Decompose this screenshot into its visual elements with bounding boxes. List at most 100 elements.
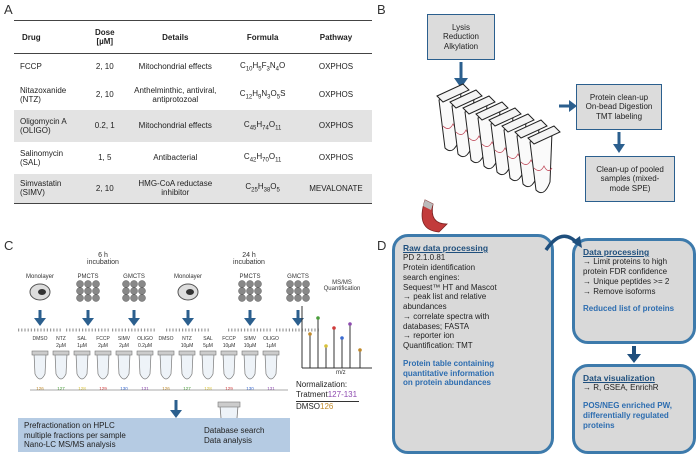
- col-dose: Dose[µM]: [84, 20, 126, 54]
- tube-drug-label: SAL: [203, 336, 213, 342]
- spectrum-peak-marker: [340, 336, 344, 340]
- col-pathway: Pathway: [299, 20, 372, 54]
- spheroid-icon: [238, 280, 262, 302]
- tmt-tag-label: 131: [141, 386, 149, 391]
- cell-formula: C25H38O5: [225, 173, 300, 204]
- cell-pathway: OXPHOS: [318, 62, 354, 72]
- table-header-row: Drug Dose[µM] Details Formula Pathway: [14, 20, 372, 54]
- step-line: abundances: [403, 302, 447, 312]
- panel-b-graphics: [421, 62, 625, 233]
- tube-dose-label: 1µM: [77, 343, 87, 349]
- formula-text: C45H74O11: [243, 119, 282, 132]
- tube-drug-label: DMSO: [33, 336, 48, 342]
- step-line: Quantification: TMT: [403, 341, 473, 351]
- culture-label: GMCTS: [123, 274, 145, 280]
- arrow-down-icon: [454, 62, 468, 88]
- tube-dose-label: 2µM: [98, 343, 108, 349]
- panel-d-arrows: [544, 234, 641, 363]
- cell-formula: C12H9N3O5S: [225, 80, 300, 110]
- tmt-tag-label: 129: [99, 386, 107, 391]
- tmt-tag-label: 128: [204, 386, 212, 391]
- tmt-tag-label: 131: [267, 386, 275, 391]
- cell-details: Antibacterial: [153, 153, 198, 162]
- step-line: → Limit proteins to high: [583, 257, 668, 267]
- sample-tubes-icon: [436, 83, 561, 194]
- tube-drug-label: SIMV: [244, 336, 257, 342]
- col-formula: Formula: [225, 20, 300, 54]
- panel-a-label: A: [4, 2, 13, 17]
- step-line: protein FDR confidence: [583, 267, 668, 277]
- step-line: → Remove isoforms: [583, 286, 656, 296]
- data-visualization-steps: → R, GSEA, EnrichR: [583, 383, 659, 393]
- step-line: Protein identification: [403, 263, 476, 273]
- tube-dose-label: 1µM: [266, 343, 276, 349]
- arrow-down-icon: [292, 310, 304, 326]
- cell-drug: FCCP: [20, 62, 42, 72]
- step-line: → correlate spectra with: [403, 311, 490, 321]
- tmt-tag-label: 127: [183, 386, 191, 391]
- ms-spectrum-icon: [301, 306, 372, 369]
- spectrum-peak-marker: [324, 344, 328, 348]
- arrow-down-icon: [244, 310, 256, 326]
- step-line: PD 2.1.0.81: [403, 253, 446, 263]
- culture-label: Monolayer: [173, 274, 202, 280]
- tmt-tag-label: 127: [57, 386, 65, 391]
- culture-label: Monolayer: [25, 274, 54, 280]
- tmt-tag-label: 126: [162, 386, 170, 391]
- tube-drug-label: FCCP: [96, 336, 110, 342]
- cell-drug: Simvastatin(SIMV): [14, 173, 85, 204]
- tube-dose-label: 10µM: [223, 343, 236, 349]
- cell-pathway: MEVALONATE: [299, 173, 372, 204]
- monolayer-icon: [177, 283, 199, 301]
- cell-details: Mitochondrial effects: [125, 109, 226, 142]
- col-drug: Drug: [14, 20, 85, 54]
- tube-dose-label: 5µM: [203, 343, 213, 349]
- tmt-tag-label: 129: [225, 386, 233, 391]
- culture-label: GMCTS: [287, 274, 309, 280]
- data-processing-result: Reduced list of proteins: [583, 304, 675, 314]
- arrow-down-icon-d: [627, 346, 641, 363]
- cell-dose: 2, 10: [84, 173, 126, 204]
- spectrum-peak-marker: [308, 332, 312, 336]
- drug-table: Drug Dose[µM] Details Formula Pathway FC…: [14, 20, 372, 204]
- cell-drug: Salinomycin(SAL): [20, 148, 64, 167]
- cell-drug: Oligomycin A(OLIGO): [14, 109, 85, 142]
- formula-text: C42H70O11: [243, 151, 282, 164]
- formula-text: C25H38O5: [245, 182, 280, 195]
- cell-pathway: OXPHOS: [318, 90, 354, 99]
- arrow-down-icon: [82, 310, 94, 326]
- normalization-block: Normalization: Tratment127-131 DMSO126: [296, 380, 360, 411]
- spectrum-peak-marker: [332, 326, 336, 330]
- spheroid-icon: [286, 280, 310, 302]
- tube-dose-label: 10µM: [181, 343, 194, 349]
- arrow-down-icon: [34, 310, 46, 326]
- curved-arrow-icon: [544, 234, 582, 252]
- cell-dose: 2, 10: [95, 90, 114, 99]
- cell-formula: C42H70O11: [225, 142, 300, 174]
- formula-text: C10H5F3N4O: [240, 60, 286, 73]
- cell-pathway: OXPHOS: [318, 153, 354, 162]
- data-processing-title: Data processing: [583, 247, 650, 257]
- tube-drug-label: DMSO: [159, 336, 174, 342]
- tube-dose-label: 0.2µM: [138, 343, 152, 349]
- tube-drug-label: OLIGO: [137, 336, 153, 342]
- spheroid-icon: [76, 280, 100, 302]
- panel-c-label: C: [4, 238, 14, 253]
- labeled-tube: DMSO 126: [157, 336, 175, 391]
